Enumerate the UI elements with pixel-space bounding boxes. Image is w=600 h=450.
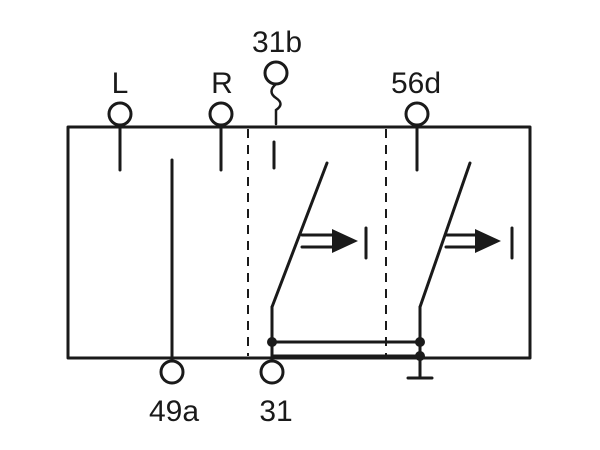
terminal-l (107, 101, 133, 172)
terminal-31b-label: 31b (252, 26, 302, 59)
switch-contact-right (418, 161, 472, 360)
terminal-49a-label: 49a (149, 395, 199, 428)
terminal-31b (263, 60, 289, 170)
switch-actuator-left-arrow-icon (300, 226, 368, 260)
switch-actuator-right-arrow-icon (444, 226, 514, 260)
switch-contact-left (270, 161, 329, 363)
terminal-56d (404, 101, 430, 172)
common-bus (267, 337, 425, 361)
terminal-31 (259, 359, 285, 385)
terminal-49a (159, 158, 185, 385)
terminal-31-label: 31 (259, 395, 292, 428)
terminal-r (208, 101, 234, 172)
terminal-r-label: R (211, 67, 233, 100)
ground-icon (406, 354, 434, 380)
terminal-l-label: L (112, 67, 129, 100)
switch-housing (66, 125, 532, 360)
terminal-56d-label: 56d (391, 67, 441, 100)
